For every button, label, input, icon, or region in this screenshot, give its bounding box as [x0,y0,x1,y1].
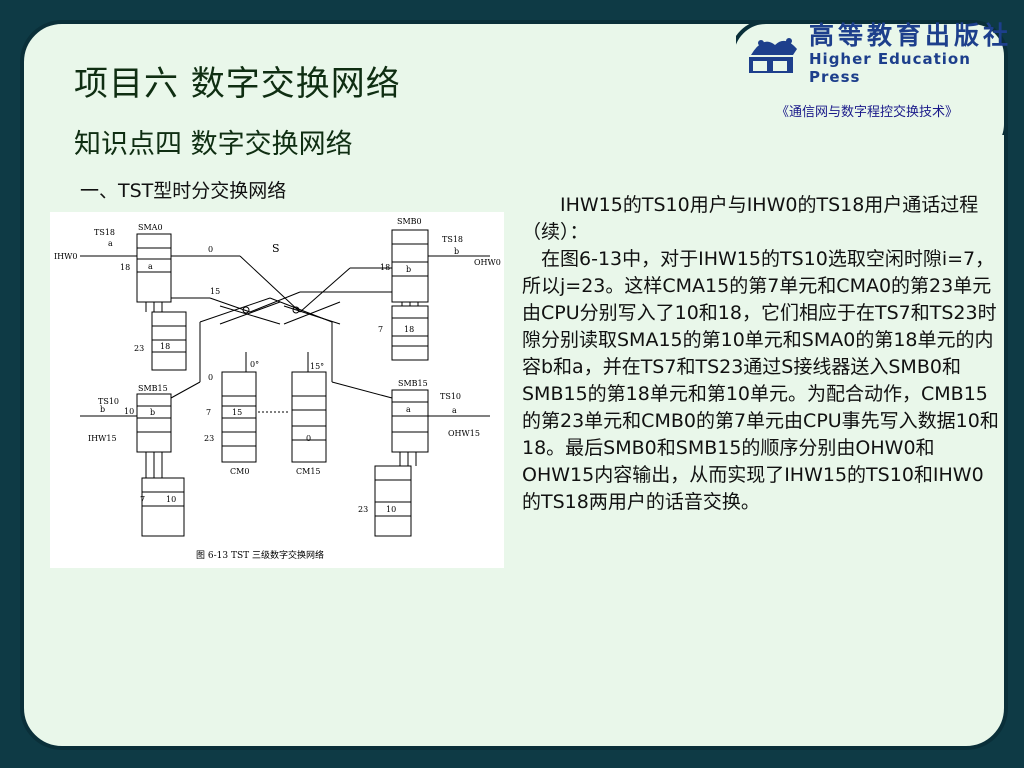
fig-label-cm15: CM15 [296,467,321,476]
fig-label-box18-left: 18 [160,342,170,351]
fig-label-cm15-0: 0 [306,434,311,443]
fig-label-smb15-right: SMB15 [398,379,428,388]
fig-label-7-cm: 7 [206,408,211,417]
fig-label-smb0: SMB0 [397,217,422,226]
fig-label-smb0-b: b [406,265,411,274]
fig-label-18-left: 18 [120,263,130,272]
fig-label-23-cm: 23 [204,434,214,443]
fig-label-15-deg: 15° [310,362,324,371]
slide-title: 项目六 数字交换网络 [74,64,401,104]
fig-label-23-left: 23 [134,344,144,353]
fig-label-a-right: a [452,406,457,415]
tst-network-figure: TS18 a IHW0 18 SMA0 a 0 S SMB0 TS18 b OH… [50,212,504,568]
section-heading: 一、TST型时分交换网络 [80,180,287,202]
header-join [720,24,736,144]
fig-label-ts18-right: TS18 [442,235,463,244]
fig-label-box10-left: 10 [166,495,176,504]
fig-label-ohw15: OHW15 [448,429,480,438]
fig-label-b-right: b [454,247,459,256]
fig-label-ts10-left: TS10 [98,397,119,406]
fig-label-sma15-a: a [406,405,411,414]
fig-label-7-smb0: 7 [378,325,383,334]
fig-label-ihw15: IHW15 [88,434,117,443]
body-text: IHW15的TS10用户与IHW0的TS18用户通话过程（续）： 在图6-13中… [522,192,1000,516]
publisher-name-en: Higher Education Press [809,50,971,86]
slide-subtitle: 知识点四 数字交换网络 [74,129,353,160]
fig-label-b-left: b [100,405,105,414]
fig-label-7-bottom-left: 7 [140,495,145,504]
fig-label-18-smb0: 18 [380,263,390,272]
fig-label-smb15-left: SMB15 [138,384,168,393]
fig-label-sma0: SMA0 [138,223,163,232]
book-title: 《通信网与数字程控交换技术》 [776,105,959,120]
fig-label-cm0: CM0 [230,467,249,476]
publisher-name-cn: 高等教育出版社 [809,21,1013,50]
fig-label-0-top: 0 [208,245,213,254]
fig-label-a-left: a [108,239,113,248]
fig-label-smb15-b: b [150,408,155,417]
header-join-bottom [734,135,1004,165]
frame-cut [740,0,1024,20]
fig-label-ts18-left: TS18 [94,228,115,237]
publisher-logo: 高等教育出版社 Higher Education Press [745,22,1013,86]
publisher-emblem-icon [745,31,803,77]
body-paragraph-2: 在图6-13中，对于IHW15的TS10选取空闲时隙i=7，所以j=23。这样C… [522,248,999,513]
fig-label-15-top: 15 [210,287,220,296]
fig-label-cm0-15: 15 [232,408,242,417]
fig-label-box10-right: 10 [386,505,396,514]
fig-label-23-bottom-right: 23 [358,505,368,514]
fig-label-0-mid: 0 [208,373,213,382]
fig-label-box18-right: 18 [404,325,414,334]
fig-label-s: S [272,242,280,255]
fig-label-10-left: 10 [124,407,134,416]
fig-label-0-deg: 0° [250,360,259,369]
fig-label-sma0-a: a [148,262,153,271]
figure-caption: 图 6-13 TST 三级数字交换网络 [196,549,324,561]
fig-label-ohw0: OHW0 [474,258,501,267]
body-paragraph-1: IHW15的TS10用户与IHW0的TS18用户通话过程（续）： [522,194,979,243]
fig-label-ihw0: IHW0 [54,252,77,261]
fig-label-ts10-right: TS10 [440,392,461,401]
